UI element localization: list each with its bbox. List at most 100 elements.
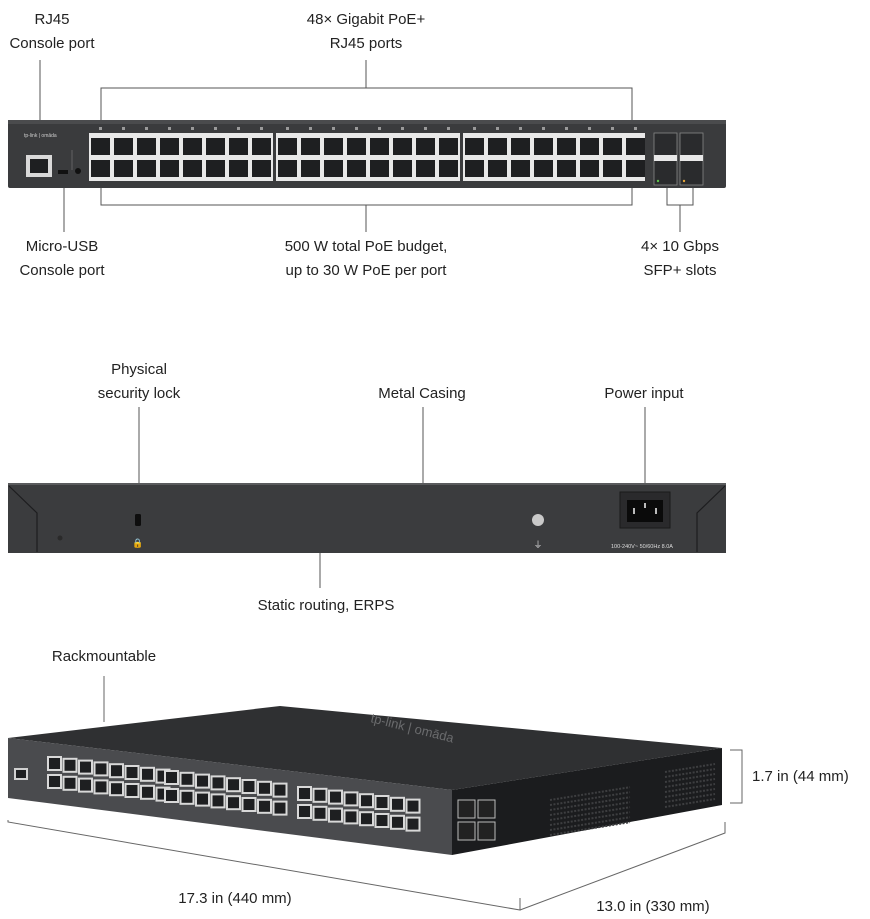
port-led bbox=[99, 127, 102, 130]
rj45-port bbox=[626, 138, 645, 155]
sfp-slot bbox=[477, 821, 496, 841]
rj45-port bbox=[370, 138, 389, 155]
rj45-port bbox=[93, 779, 109, 795]
label-line: Console port bbox=[19, 262, 105, 279]
rj45-port bbox=[78, 759, 93, 775]
rj45-port bbox=[405, 816, 421, 832]
rj45-port bbox=[374, 795, 390, 810]
rj45-port bbox=[465, 138, 484, 155]
rj45-port bbox=[405, 798, 421, 814]
vent-row bbox=[549, 796, 631, 811]
label-poe-budget: 500 W total PoE budget, up to 30 W PoE p… bbox=[260, 235, 472, 283]
sfp-slot bbox=[457, 799, 476, 819]
rj45-port bbox=[297, 786, 312, 801]
port-led bbox=[237, 127, 240, 130]
label-micro-usb: Micro-USB Console port bbox=[6, 235, 118, 283]
rj45-port bbox=[47, 756, 62, 771]
power-input-socket bbox=[627, 500, 663, 522]
vent-row bbox=[664, 798, 716, 808]
rj45-port bbox=[226, 795, 241, 811]
rj45-port bbox=[210, 775, 226, 791]
rj45-port bbox=[62, 757, 78, 773]
security-lock-slot bbox=[135, 514, 141, 526]
label-line: Micro-USB bbox=[25, 238, 99, 255]
rj45-port bbox=[297, 804, 312, 819]
vent-row bbox=[549, 806, 631, 821]
rj45-port bbox=[343, 791, 359, 807]
side-vents bbox=[549, 763, 716, 836]
rj45-port bbox=[206, 138, 225, 155]
micro-usb-port bbox=[58, 170, 68, 174]
rj45-port bbox=[114, 160, 133, 177]
rj45-port bbox=[91, 138, 110, 155]
rj45-port bbox=[557, 138, 576, 155]
vent-row bbox=[664, 778, 716, 788]
port-led bbox=[542, 127, 545, 130]
rj45-port bbox=[343, 809, 359, 825]
port-led bbox=[309, 127, 312, 130]
vent-row bbox=[664, 763, 716, 773]
rj45-port bbox=[109, 781, 124, 797]
rj45-port bbox=[91, 160, 110, 177]
label-depth: 13.0 in (330 mm) bbox=[596, 898, 710, 915]
rj45-port bbox=[603, 138, 622, 155]
side-face bbox=[452, 748, 722, 855]
label-security-lock: Physical security lock bbox=[80, 358, 198, 406]
port-led bbox=[588, 127, 591, 130]
rj45-port bbox=[272, 800, 288, 816]
label-line: 500 W total PoE budget, bbox=[284, 238, 448, 255]
label-line: RJ45 bbox=[34, 11, 70, 28]
rj45-port bbox=[370, 160, 389, 177]
dimension-lines bbox=[7, 676, 743, 911]
screw bbox=[57, 535, 63, 541]
rj45-port bbox=[626, 160, 645, 177]
port-led bbox=[378, 127, 381, 130]
rj45-port bbox=[62, 775, 78, 791]
rj45-port bbox=[439, 160, 458, 177]
rj45-port bbox=[511, 160, 530, 177]
rj45-port bbox=[195, 791, 210, 807]
vent-row bbox=[664, 783, 716, 793]
rj45-port bbox=[416, 160, 435, 177]
rj45-port bbox=[257, 798, 272, 814]
label-line: up to 30 W PoE per port bbox=[285, 262, 447, 279]
rj45-port bbox=[390, 796, 405, 812]
rj45-port bbox=[465, 160, 484, 177]
perspective-port-grid bbox=[47, 756, 496, 841]
rj45-port bbox=[109, 763, 124, 779]
port-led bbox=[519, 127, 522, 130]
ground-icon: ⏚ bbox=[533, 540, 542, 550]
rj45-port bbox=[195, 773, 210, 789]
power-rating-label: 100-240V~ 50/60Hz 8.0A bbox=[611, 544, 673, 550]
rj45-port bbox=[93, 761, 109, 777]
port-led bbox=[611, 127, 614, 130]
rj45-port bbox=[241, 797, 257, 812]
front-panel: tp-link | omāda bbox=[8, 120, 726, 188]
rj45-port bbox=[124, 765, 140, 780]
rj45-port bbox=[183, 160, 202, 177]
rj45-port bbox=[164, 788, 179, 803]
label-power-input: Power input bbox=[604, 385, 684, 402]
rear-panel: 🔒 ⏚ 100-240V~ 50/60Hz 8.0A bbox=[8, 483, 726, 553]
vent-row bbox=[664, 793, 716, 803]
port-led bbox=[447, 127, 450, 130]
rj45-port-grid bbox=[91, 127, 645, 177]
rj45-port bbox=[183, 138, 202, 155]
rj45-port bbox=[359, 793, 374, 809]
rj45-port bbox=[324, 138, 343, 155]
vent-row bbox=[549, 801, 631, 816]
vent-row bbox=[664, 768, 716, 778]
label-line: 48× Gigabit PoE+ bbox=[306, 11, 426, 28]
vent-row bbox=[664, 773, 716, 783]
rj45-port bbox=[580, 138, 599, 155]
rj45-port bbox=[328, 789, 343, 805]
label-height: 1.7 in (44 mm) bbox=[752, 768, 849, 785]
label-line: RJ45 ports bbox=[329, 35, 403, 52]
label-metal-casing: Metal Casing bbox=[378, 385, 466, 402]
rj45-port bbox=[312, 805, 328, 821]
label-rackmountable: Rackmountable bbox=[51, 648, 157, 665]
rj45-port bbox=[301, 138, 320, 155]
port-led bbox=[565, 127, 568, 130]
rj45-port bbox=[603, 160, 622, 177]
